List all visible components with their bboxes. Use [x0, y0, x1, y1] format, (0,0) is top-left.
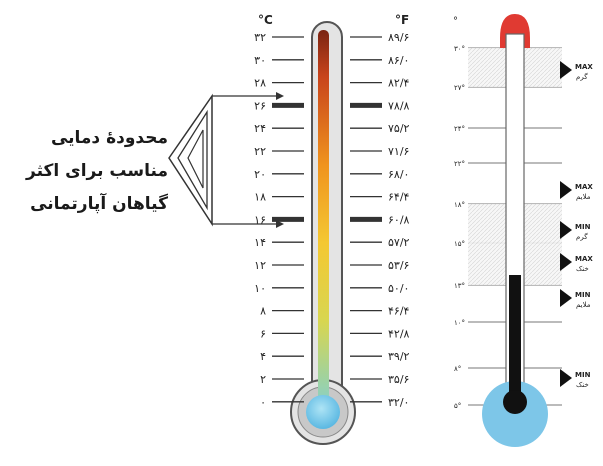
right-scale-label: ۲۴°: [454, 125, 465, 133]
celsius-tick-label: ۱۰: [254, 282, 266, 295]
fahrenheit-tick-label: ۸۲/۴: [388, 77, 410, 90]
celsius-tick-label: ۰: [260, 396, 266, 409]
marker-arrow-icon: [560, 369, 572, 387]
celsius-tick-label: ۱۴: [254, 236, 266, 249]
marker-arrow-icon: [560, 181, 572, 199]
fahrenheit-tick-label: ۳۲/۰: [388, 396, 409, 409]
right-scale-label: ۵°: [454, 402, 461, 410]
celsius-unit: °C: [258, 13, 273, 27]
celsius-tick-label: ۳۲: [254, 31, 266, 44]
celsius-tick-label: ۲: [260, 373, 266, 386]
fahrenheit-tick-label: ۶۸/۰: [388, 168, 409, 181]
fahrenheit-tick-label: ۶۰/۸: [388, 213, 410, 226]
thermometer-bulb: [306, 395, 340, 429]
right-top-label: °: [453, 16, 458, 27]
celsius-tick-label: ۱۶: [254, 213, 266, 226]
fahrenheit-tick-label: ۵۳/۶: [388, 259, 409, 272]
fahrenheit-tick-label: ۵۷/۲: [388, 236, 410, 249]
marker-arrow-icon: [560, 221, 572, 239]
right-scale-label: ۲۷°: [454, 84, 465, 92]
fahrenheit-unit: °F: [395, 13, 409, 27]
marker-sublabel: ملایم: [576, 193, 591, 201]
marker-sublabel: خنک: [576, 381, 589, 389]
celsius-tick-label: ۲۰: [254, 168, 266, 181]
right-column: [509, 275, 521, 410]
range-bracket: [168, 92, 284, 228]
right-scale-label: ۲۲°: [454, 160, 465, 168]
right-scale-label: ۱۵°: [454, 240, 465, 248]
fahrenheit-tick-label: ۳۹/۲: [388, 350, 410, 363]
right-scale-label: ۱۳°: [454, 282, 465, 290]
right-scale-label: ۸°: [454, 365, 461, 373]
celsius-tick-label: ۱۸: [254, 191, 266, 204]
fahrenheit-tick-label: ۴۲/۸: [388, 327, 410, 340]
right-scale-label: ۱۰°: [454, 319, 465, 327]
marker-sublabel: خنک: [576, 265, 589, 273]
right-scale-label: ۳۰°: [454, 45, 465, 53]
marker-sublabel: گرم: [576, 232, 588, 241]
marker-arrow-icon: [560, 61, 572, 79]
celsius-tick-label: ۲۸: [254, 77, 266, 90]
fahrenheit-tick-label: ۷۸/۸: [388, 99, 410, 112]
note-line-3: گیاهان آپارتمانی: [30, 194, 168, 214]
celsius-tick-label: ۳۰: [254, 54, 266, 67]
marker-arrow-icon: [560, 253, 572, 271]
fahrenheit-tick-label: ۴۶/۴: [388, 305, 410, 318]
celsius-tick-label: ۶: [260, 327, 266, 340]
fahrenheit-tick-label: ۸۶/۰: [388, 54, 409, 67]
range-note: محدودهٔ دمایی مناسب برای اکثر گیاهان آپا…: [18, 122, 168, 221]
marker-sublabel: گرم: [576, 72, 588, 81]
celsius-tick-label: ۲۲: [254, 145, 266, 158]
marker-label: MAX: [575, 63, 593, 71]
fahrenheit-tick-label: ۸۹/۶: [388, 31, 409, 44]
right-thermometer: ° ۳۰°۲۷°۲۴°۲۲°۱۸°۱۵°۱۳°۱۰°۸°۵° MAXگرمMAX…: [453, 14, 593, 447]
celsius-tick-label: ۱۲: [254, 259, 266, 272]
marker-label: MAX: [575, 183, 593, 191]
fahrenheit-tick-label: ۶۴/۴: [388, 191, 410, 204]
note-line-2: مناسب برای اکثر: [26, 161, 168, 181]
marker-arrow-icon: [560, 289, 572, 307]
fahrenheit-tick-label: ۷۵/۲: [388, 122, 410, 135]
marker-label: MAX: [575, 255, 593, 263]
marker-label: MIN: [575, 371, 591, 379]
celsius-tick-label: ۲۶: [254, 99, 266, 112]
marker-label: MIN: [575, 291, 591, 299]
fahrenheit-tick-label: ۷۱/۶: [388, 145, 409, 158]
note-line-1: محدودهٔ دمایی: [50, 128, 168, 148]
fahrenheit-tick-label: ۳۵/۶: [388, 373, 409, 386]
fahrenheit-tick-label: ۵۰/۰: [388, 282, 409, 295]
marker-label: MIN: [575, 223, 591, 231]
celsius-tick-label: ۲۴: [254, 122, 266, 135]
right-scale-label: ۱۸°: [454, 201, 465, 209]
marker-sublabel: ملایم: [576, 301, 591, 309]
celsius-tick-label: ۸: [260, 305, 266, 318]
celsius-tick-label: ۴: [260, 350, 266, 363]
thermometer-mercury: [318, 30, 329, 418]
